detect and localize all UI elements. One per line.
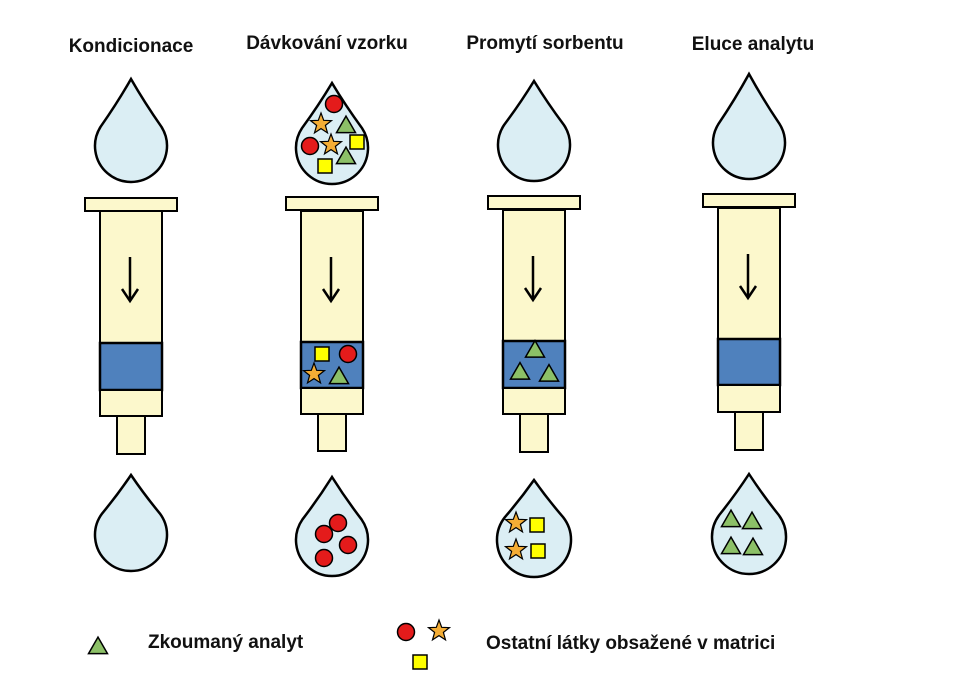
syringe-frit-section xyxy=(717,384,781,413)
legend-triangle-icon xyxy=(87,635,109,655)
flow-arrow-head xyxy=(738,285,758,301)
green-triangle-particle xyxy=(741,510,763,530)
orange-star-particle xyxy=(301,361,327,385)
syringe-flange xyxy=(84,197,178,212)
yellow-square-particle xyxy=(530,543,546,559)
syringe-tip xyxy=(317,413,347,452)
legend-star-icon xyxy=(426,618,452,642)
green-triangle-particle xyxy=(538,363,560,382)
spe-column-1 xyxy=(84,76,178,573)
sorbent-bed xyxy=(98,341,164,392)
yellow-square-particle xyxy=(314,346,330,362)
flow-arrow-head xyxy=(321,288,341,304)
spe-column-4 xyxy=(702,71,796,576)
green-triangle-particle xyxy=(720,508,742,528)
syringe-flange xyxy=(702,193,796,208)
top-solvent-drop xyxy=(93,76,169,184)
syringe-flange xyxy=(487,195,581,210)
green-triangle-particle xyxy=(335,145,357,165)
green-triangle-particle xyxy=(524,339,546,358)
legend xyxy=(87,618,452,670)
syringe-frit-section xyxy=(300,387,364,415)
syringe-flange xyxy=(285,196,379,211)
green-triangle-particle xyxy=(509,361,531,380)
yellow-square-particle xyxy=(349,134,365,150)
step-title-elution: Eluce analytu xyxy=(691,34,815,55)
syringe-frit-section xyxy=(99,389,163,417)
sorbent-bed xyxy=(716,337,782,387)
yellow-square-particle xyxy=(529,517,545,533)
red-circle-particle xyxy=(314,548,334,568)
red-circle-particle xyxy=(300,136,320,156)
red-circle-particle xyxy=(338,535,358,555)
green-triangle-particle xyxy=(720,535,742,555)
step-title-washing: Promytí sorbentu xyxy=(466,33,624,54)
syringe-frit-section xyxy=(502,387,566,415)
legend-others-label: Ostatní látky obsažené v matrici xyxy=(486,633,776,654)
green-triangle-particle xyxy=(328,365,350,385)
legend-square-icon xyxy=(412,654,428,670)
step-title-conditioning: Kondicionace xyxy=(68,36,194,57)
red-circle-particle xyxy=(328,513,348,533)
syringe-tip xyxy=(116,415,146,455)
orange-star-particle xyxy=(503,537,529,561)
flow-arrow-head xyxy=(120,288,140,304)
yellow-square-particle xyxy=(317,158,333,174)
spe-column-3 xyxy=(487,78,581,579)
red-circle-particle xyxy=(324,94,344,114)
legend-analyte-label: Zkoumaný analyt xyxy=(148,632,304,653)
top-solvent-drop xyxy=(711,71,787,181)
syringe-tip xyxy=(519,413,549,453)
orange-star-particle xyxy=(318,132,344,156)
red-circle-particle xyxy=(314,524,334,544)
step-title-sample-loading: Dávkování vzorku xyxy=(246,33,408,54)
syringe-tip xyxy=(734,411,764,451)
orange-star-particle xyxy=(503,510,529,534)
orange-star-particle xyxy=(308,111,334,135)
green-triangle-particle xyxy=(742,536,764,556)
eluate-drop xyxy=(93,472,169,573)
top-solvent-drop xyxy=(496,78,572,183)
spe-column-2 xyxy=(285,80,379,578)
legend-circle-icon xyxy=(396,622,416,642)
green-triangle-particle xyxy=(335,114,357,134)
flow-arrow-head xyxy=(523,287,543,303)
red-circle-particle xyxy=(338,344,358,364)
